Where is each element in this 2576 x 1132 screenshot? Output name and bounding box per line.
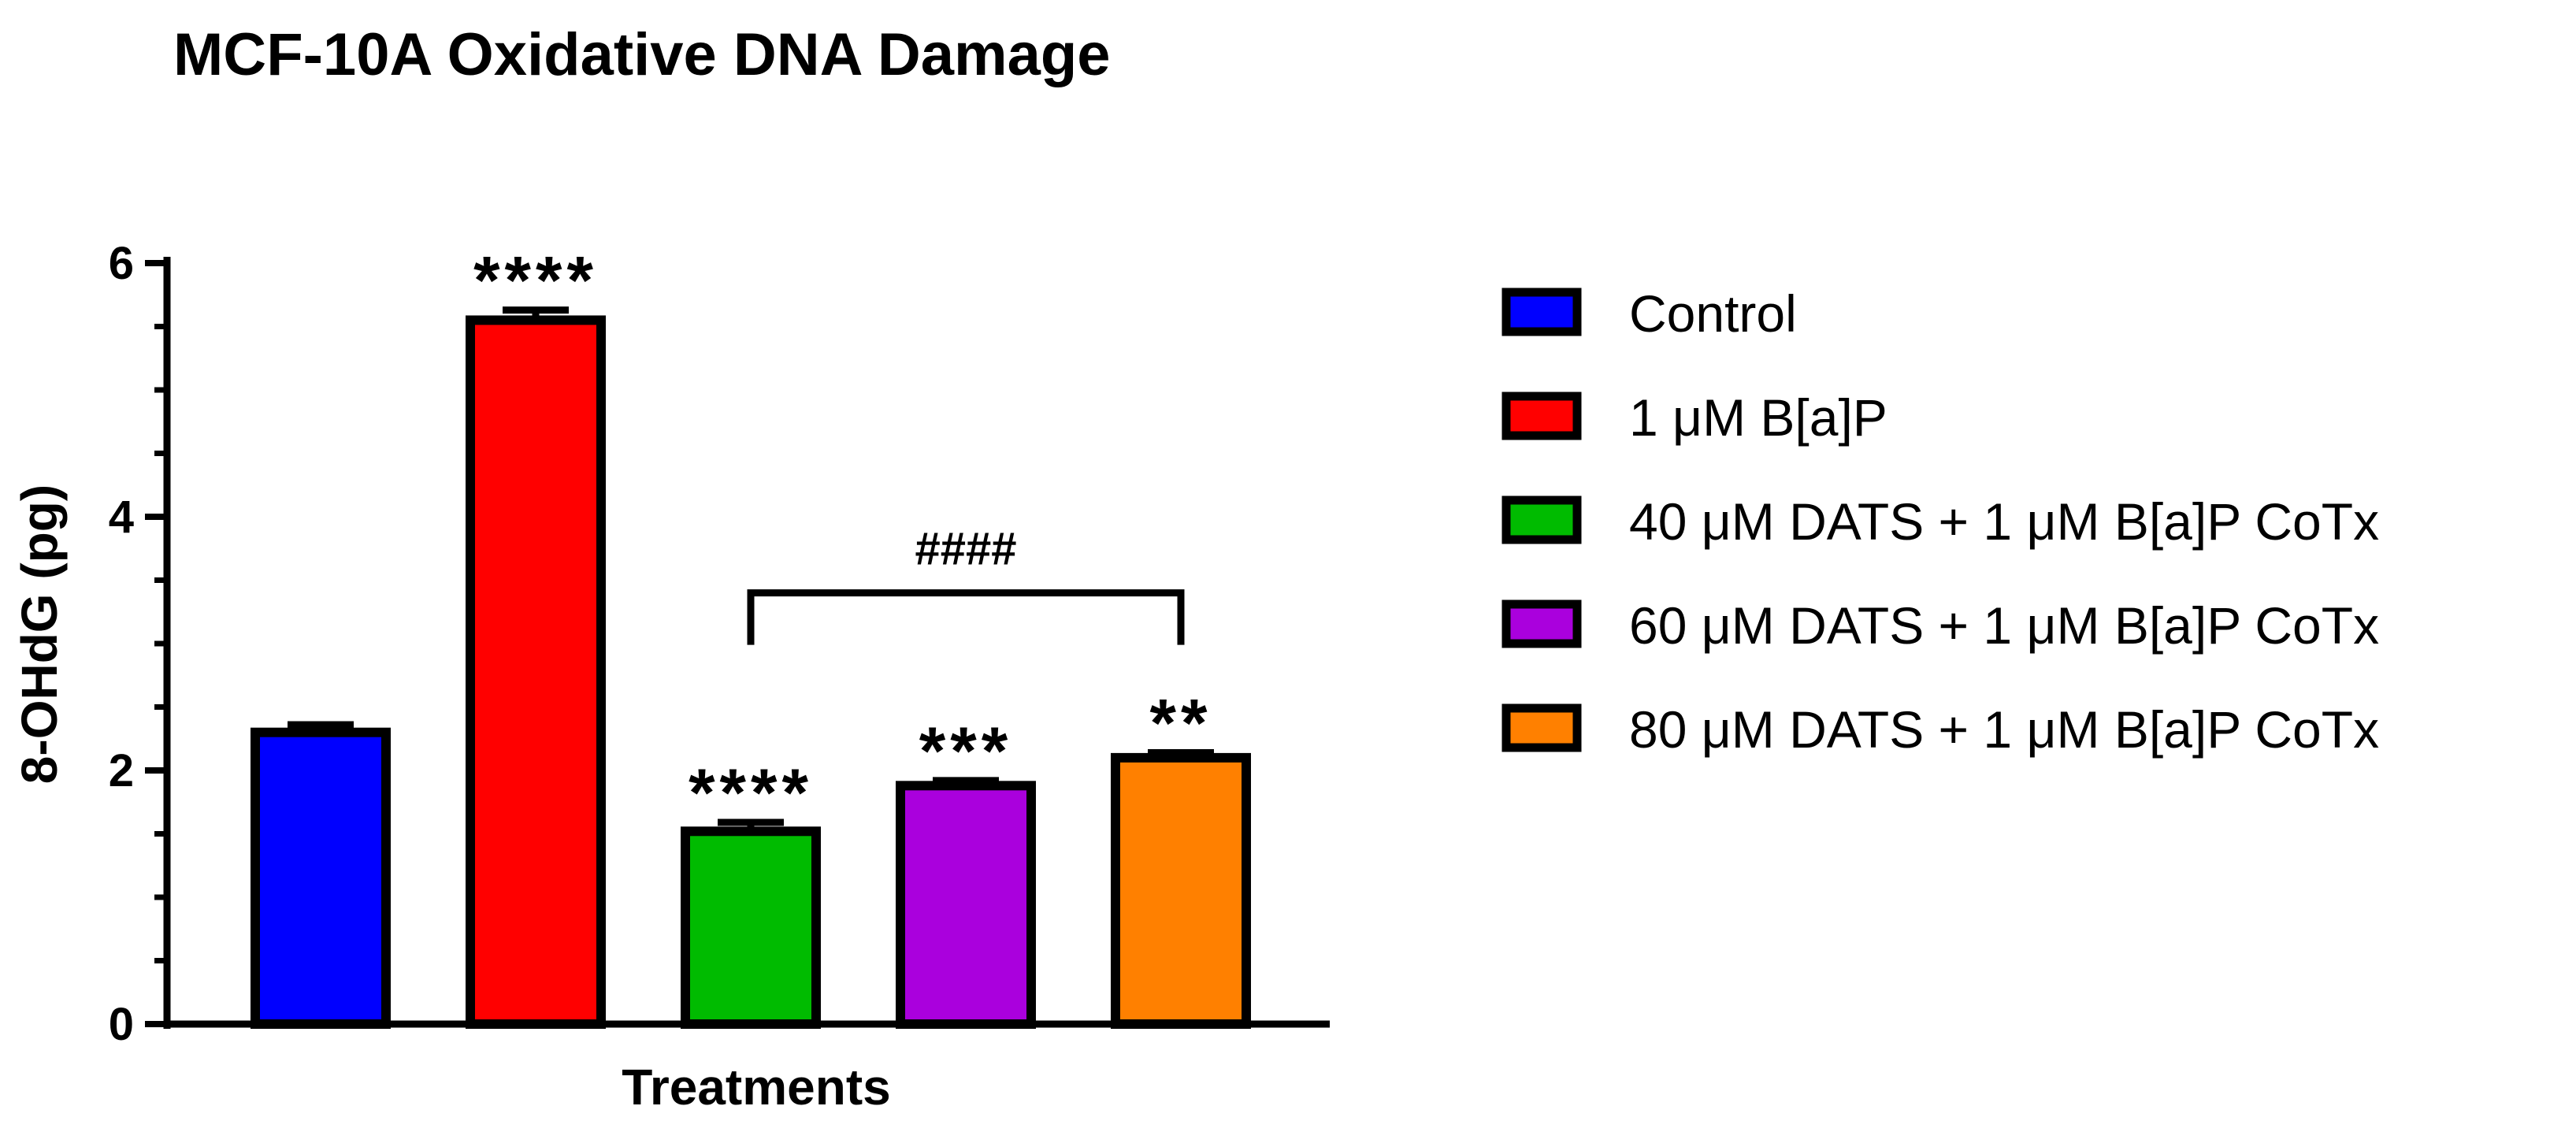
comparison-label: #### <box>915 524 1016 575</box>
significance-label: **** <box>473 243 598 319</box>
legend-label: 40 μM DATS + 1 μM B[a]P CoTx <box>1629 492 2379 551</box>
legend-label: Control <box>1629 284 1797 343</box>
legend-label: 60 μM DATS + 1 μM B[a]P CoTx <box>1629 596 2379 655</box>
y-tick-label: 6 <box>109 238 134 289</box>
legend-swatch <box>1501 599 1582 648</box>
significance-label: **** <box>689 755 813 831</box>
bar <box>1111 752 1251 1030</box>
legend-label: 1 μM B[a]P <box>1629 388 1887 447</box>
legend-label: 80 μM DATS + 1 μM B[a]P CoTx <box>1629 700 2379 759</box>
legend-swatch <box>1501 495 1582 544</box>
bar <box>681 826 821 1030</box>
y-tick-label: 2 <box>109 745 134 796</box>
x-axis-label: Treatments <box>622 1059 890 1115</box>
y-axis-label: 8-OHdG (pg) <box>11 484 68 784</box>
bar <box>466 315 606 1029</box>
y-tick-label: 0 <box>109 999 134 1050</box>
y-tick-label: 4 <box>109 492 134 543</box>
comparison-bracket <box>747 589 1185 645</box>
chart-title: MCF-10A Oxidative DNA Damage <box>173 21 1111 88</box>
legend: Control 1 μM B[a]P 40 μM DATS + 1 μM B[a]P… <box>1501 284 2379 759</box>
significance-label: ** <box>1150 685 1212 761</box>
bar <box>251 727 391 1029</box>
significance-label: *** <box>919 714 1012 789</box>
legend-swatch <box>1501 288 1582 336</box>
bar <box>896 781 1036 1029</box>
legend-swatch <box>1501 392 1582 440</box>
legend-swatch <box>1501 703 1582 752</box>
